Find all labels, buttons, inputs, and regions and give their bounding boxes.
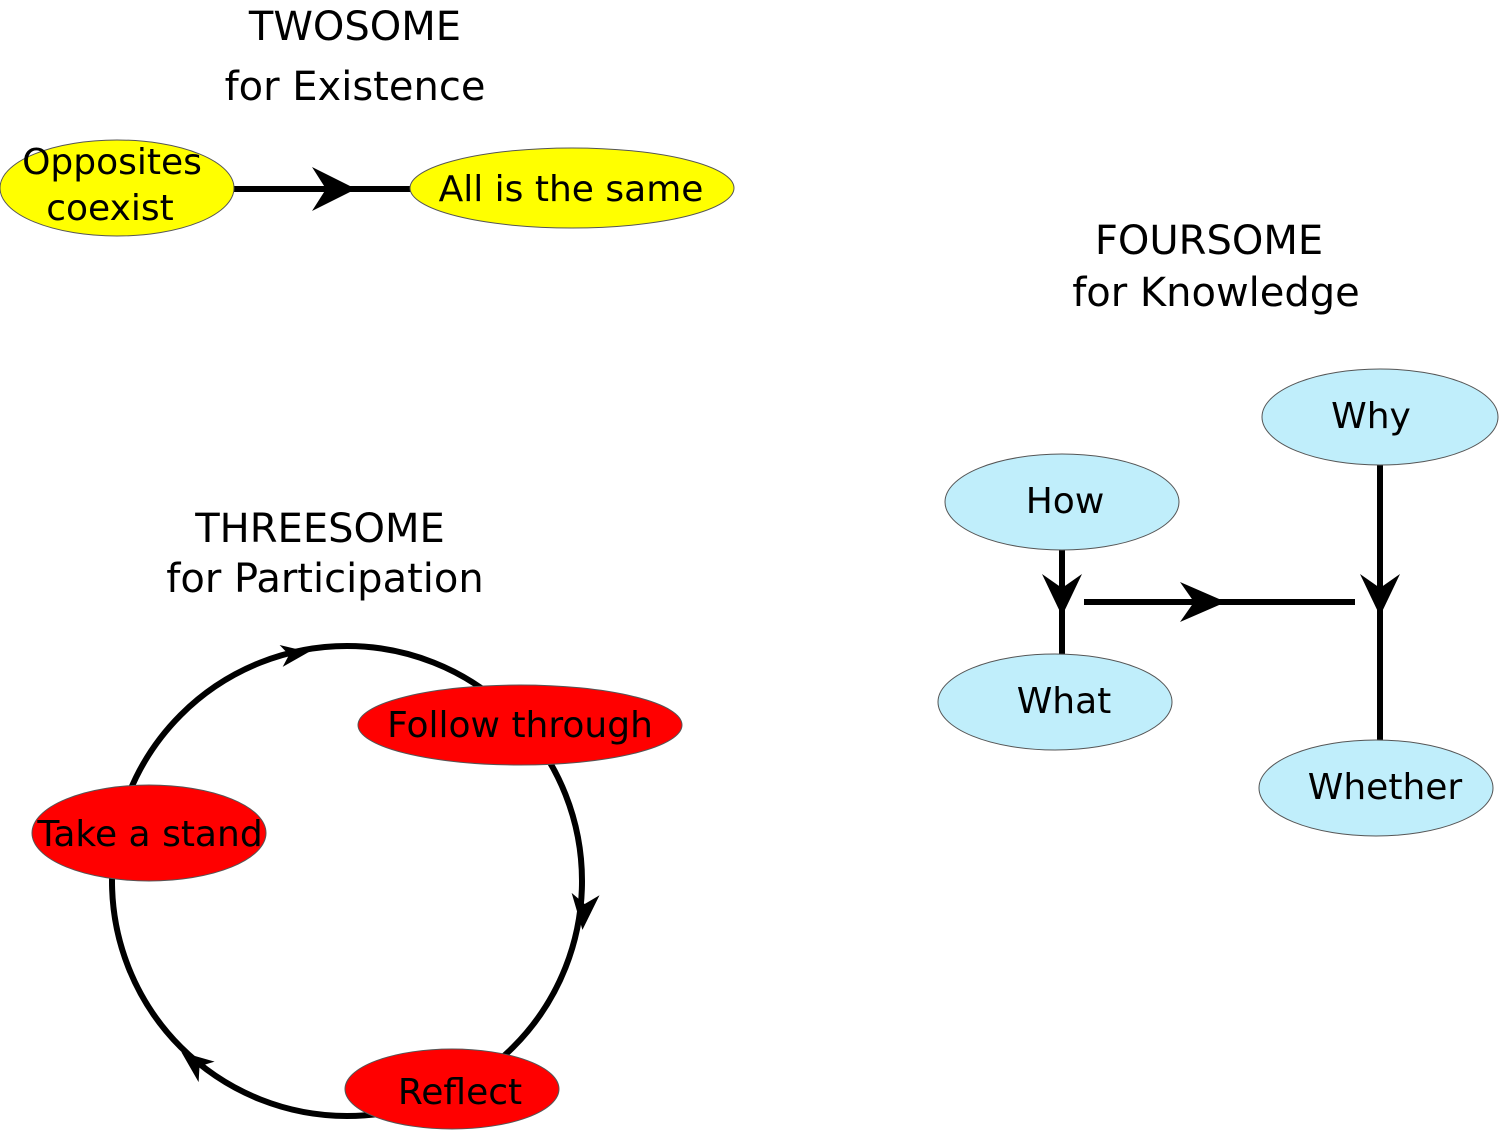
node-whether-label: Whether (1308, 767, 1463, 808)
twosome-group: TWOSOME for Existence Opposites coexist … (0, 4, 735, 237)
node-opposites-label-line2: coexist (46, 188, 174, 229)
node-how-shape (944, 453, 1180, 551)
foursome-arrowhead-why (1360, 574, 1400, 616)
node-why-shape (1261, 368, 1499, 466)
foursome-group: FOURSOME for Knowledge Why How What Whet… (937, 218, 1499, 837)
node-whether-shape (1258, 739, 1494, 837)
threesome-group: THREESOME for Participation Follow throu… (31, 506, 683, 1130)
node-opposites-shape (0, 139, 235, 237)
node-whether[interactable]: Whether (1258, 739, 1494, 837)
node-how[interactable]: How (944, 453, 1180, 551)
threesome-arrowhead-top (279, 645, 309, 667)
node-what-shape (937, 653, 1173, 751)
foursome-subtitle: for Knowledge (1072, 270, 1360, 316)
node-opposites-label-line1: Opposites (22, 142, 202, 183)
twosome-arrowhead (312, 167, 356, 211)
node-follow-through[interactable]: Follow through (357, 684, 683, 766)
threesome-title: THREESOME (194, 506, 445, 552)
node-how-label: How (1026, 481, 1105, 522)
node-stand-label: Take a stand (36, 814, 262, 855)
twosome-subtitle: for Existence (225, 64, 486, 110)
threesome-arrowhead-bottom-left (181, 1052, 215, 1083)
node-follow-shape (357, 684, 683, 766)
node-stand-shape (31, 784, 267, 882)
node-take-a-stand[interactable]: Take a stand (31, 784, 267, 882)
node-all-is-the-same[interactable]: All is the same (409, 147, 735, 229)
foursome-arrowhead-how (1042, 574, 1082, 616)
node-reflect-shape (344, 1048, 560, 1130)
node-why[interactable]: Why (1261, 368, 1499, 466)
node-same-shape (409, 147, 735, 229)
threesome-arrowhead-right (571, 892, 600, 930)
node-what[interactable]: What (937, 653, 1173, 751)
node-same-label: All is the same (439, 169, 704, 210)
threesome-subtitle: for Participation (166, 556, 483, 602)
node-follow-label: Follow through (387, 705, 653, 746)
node-opposites-coexist[interactable]: Opposites coexist (0, 139, 235, 237)
node-reflect-label: Reflect (398, 1072, 522, 1113)
node-what-label: What (1017, 681, 1112, 722)
foursome-arrowhead-horizontal (1180, 582, 1226, 622)
twosome-title: TWOSOME (248, 4, 461, 50)
foursome-title: FOURSOME (1095, 218, 1323, 264)
threesome-cycle-ring (109, 643, 585, 1119)
node-why-label: Why (1331, 396, 1411, 437)
node-reflect[interactable]: Reflect (344, 1048, 560, 1130)
